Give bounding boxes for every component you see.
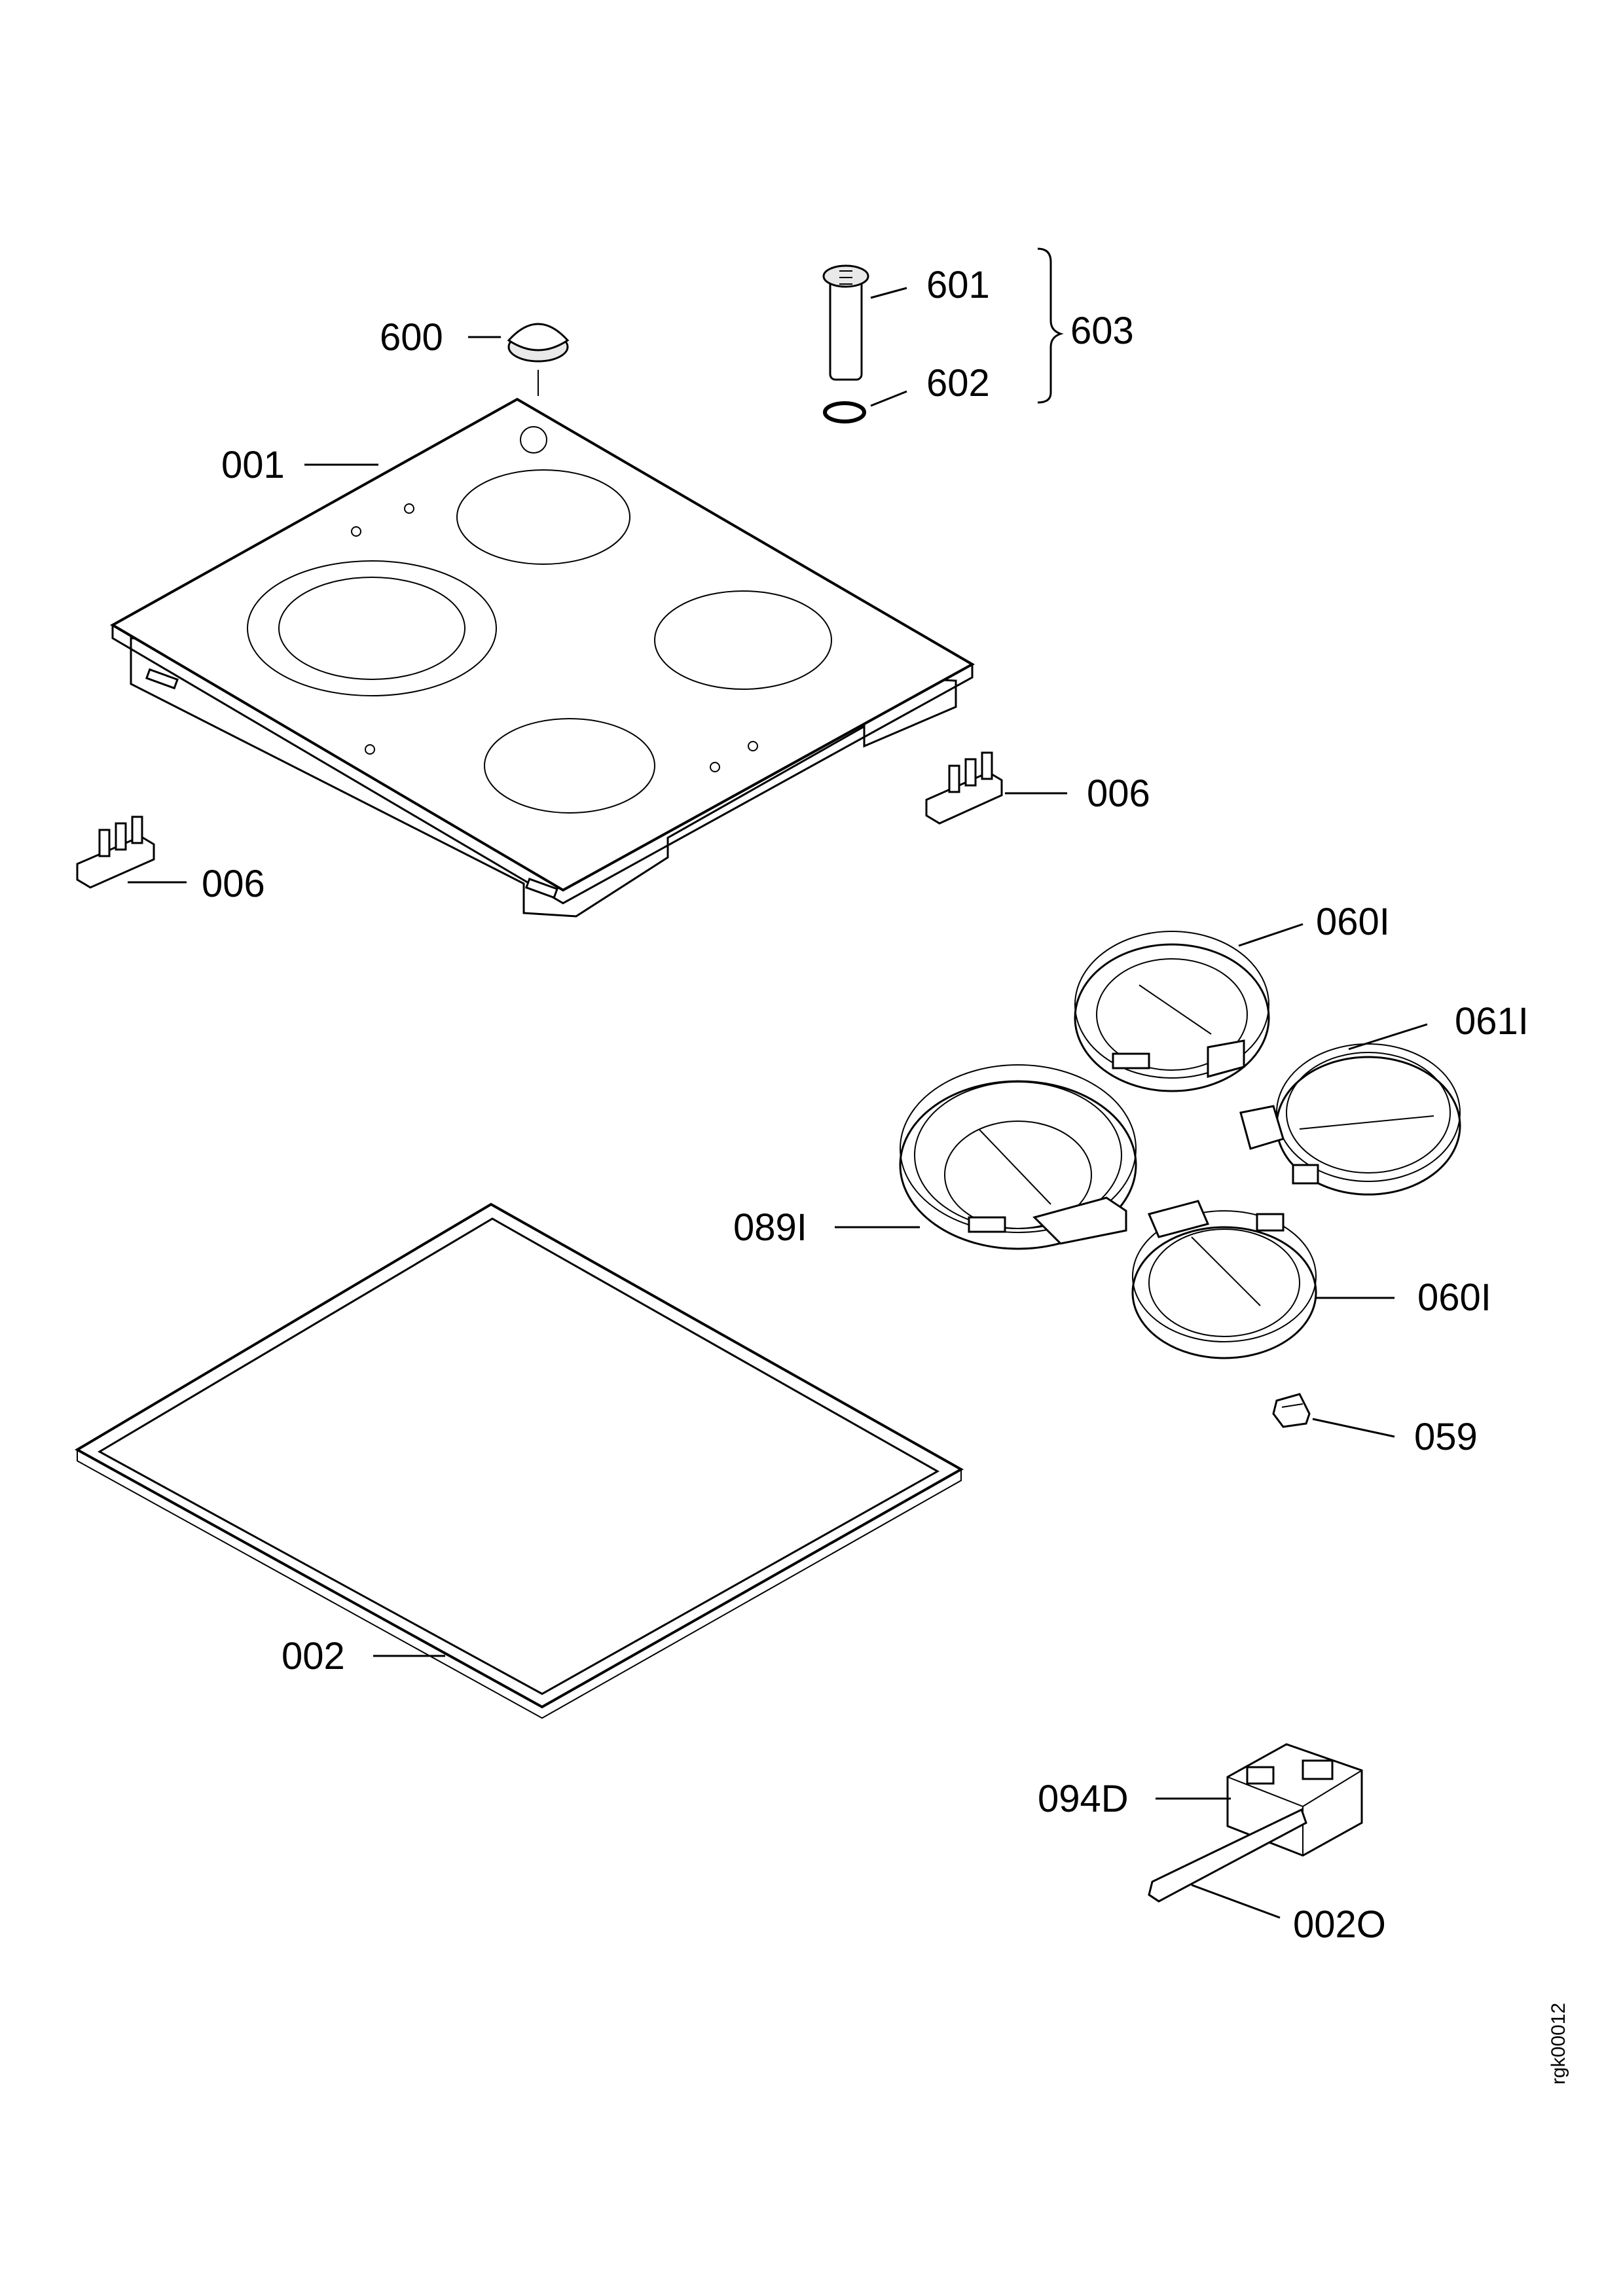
- label-002: 002: [282, 1635, 345, 1677]
- part-006-terminal-right: [925, 751, 1003, 825]
- label-094: 094D: [1038, 1778, 1129, 1820]
- label-602: 602: [926, 362, 990, 404]
- part-060-heater-top: [1074, 931, 1270, 1092]
- leader-601: [870, 287, 907, 299]
- drawing-code: rgk00012: [1548, 2003, 1569, 2085]
- part-600-cap: [507, 323, 570, 396]
- part-089-dual-heater: [899, 1064, 1137, 1250]
- leader-002O: [1191, 1884, 1281, 1919]
- leader-602: [870, 390, 907, 407]
- label-089: 089I: [733, 1206, 807, 1249]
- leader-059: [1312, 1418, 1395, 1438]
- label-601: 601: [926, 264, 990, 306]
- label-061: 061I: [1455, 1000, 1529, 1043]
- part-006-terminal-left: [76, 816, 155, 889]
- part-602-o-ring: [823, 401, 866, 423]
- part-059-clip: [1272, 1393, 1311, 1428]
- label-600: 600: [380, 316, 443, 359]
- part-061-heater-right: [1239, 1043, 1461, 1196]
- part-601-sleeve: [822, 264, 869, 381]
- label-006-left: 006: [202, 863, 265, 905]
- bracket-603: [1037, 247, 1064, 404]
- label-006-right: 006: [1087, 772, 1150, 815]
- part-094-switch-box: [1226, 1743, 1363, 1857]
- label-603: 603: [1070, 310, 1134, 352]
- part-002O-sensor-rod: [1148, 1808, 1307, 1903]
- part-001-hob-top: [109, 397, 976, 918]
- leader-061: [1348, 1023, 1428, 1050]
- label-060-top: 060I: [1316, 901, 1390, 943]
- part-060-heater-bottom: [1131, 1200, 1317, 1359]
- label-002O: 002O: [1293, 1903, 1386, 1946]
- label-060-bottom: 060I: [1417, 1276, 1491, 1319]
- label-059: 059: [1414, 1416, 1478, 1458]
- leader-060-top: [1238, 923, 1304, 947]
- part-002-gasket: [74, 1202, 964, 1719]
- label-001: 001: [221, 444, 285, 486]
